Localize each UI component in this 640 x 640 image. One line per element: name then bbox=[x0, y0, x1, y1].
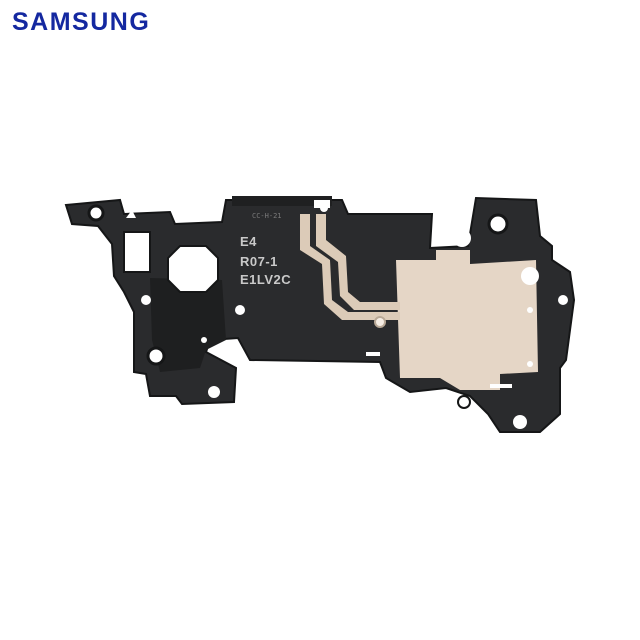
octagon-hole bbox=[167, 245, 219, 293]
window-cutout bbox=[123, 231, 151, 273]
serial-marking: CC-H-21 bbox=[252, 212, 282, 220]
shield-pad bbox=[396, 250, 538, 390]
samsung-logo: SAMSUNG bbox=[12, 8, 151, 36]
part-marking-line2: R07-1 bbox=[240, 254, 278, 269]
part-marking-line3: E1LV2C bbox=[240, 272, 292, 287]
screw-hole bbox=[87, 204, 105, 222]
flex-trace bbox=[300, 214, 400, 320]
part-marking-line1: E4 bbox=[240, 234, 257, 249]
